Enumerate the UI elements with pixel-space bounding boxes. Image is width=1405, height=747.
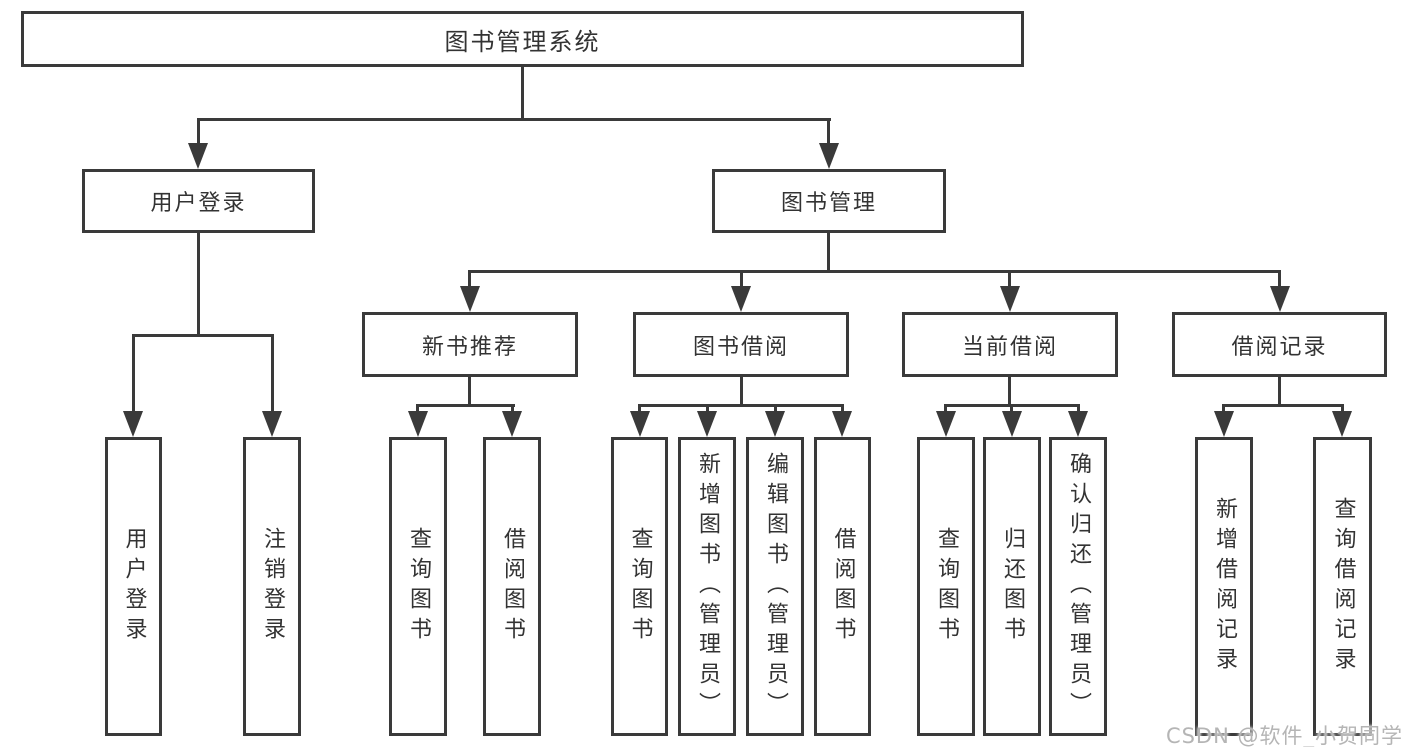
- node-leaf-borrow-books-newbook: 借阅图书: [483, 437, 541, 736]
- arrow-down-icon: [731, 286, 751, 312]
- connector-line: [827, 233, 830, 272]
- node-leaf-add-borrow-record: 新增借阅记录: [1195, 437, 1253, 736]
- arrow-down-icon: [1270, 286, 1290, 312]
- node-leaf-borrow-books-borrow: 借阅图书: [814, 437, 871, 736]
- arrow-down-icon: [262, 411, 282, 437]
- arrow-down-icon: [1332, 411, 1352, 437]
- connector-line: [197, 233, 200, 336]
- node-leaf-query-books-current: 查询图书: [917, 437, 975, 736]
- connector-line: [1008, 270, 1011, 292]
- node-user-login: 用户登录: [82, 169, 315, 233]
- node-book-management: 图书管理: [712, 169, 946, 233]
- arrow-down-icon: [819, 143, 839, 169]
- node-leaf-add-books-admin: 新增图书（管理员）: [678, 437, 736, 736]
- node-leaf-edit-books-admin: 编辑图书（管理员）: [746, 437, 804, 736]
- node-leaf-query-books-newbook: 查询图书: [389, 437, 447, 736]
- node-leaf-confirm-return-admin: 确认归还（管理员）: [1049, 437, 1107, 736]
- node-leaf-return-books: 归还图书: [983, 437, 1041, 736]
- arrow-down-icon: [1002, 411, 1022, 437]
- connector-line: [521, 67, 524, 120]
- connector-line: [197, 118, 831, 121]
- node-leaf-logout: 注销登录: [243, 437, 301, 736]
- connector-line: [1222, 404, 1344, 407]
- arrow-down-icon: [1068, 411, 1088, 437]
- connector-line: [197, 118, 200, 148]
- arrow-down-icon: [188, 143, 208, 169]
- arrow-down-icon: [408, 411, 428, 437]
- arrow-down-icon: [630, 411, 650, 437]
- arrow-down-icon: [460, 286, 480, 312]
- arrow-down-icon: [1214, 411, 1234, 437]
- watermark: CSDN @软件_小贺同学: [1165, 724, 1403, 747]
- connector-line: [468, 270, 1281, 273]
- connector-line: [1008, 377, 1011, 407]
- node-book-borrowing: 图书借阅: [633, 312, 849, 377]
- connector-line: [271, 334, 274, 429]
- arrow-down-icon: [697, 411, 717, 437]
- connector-line: [740, 270, 743, 292]
- connector-line: [638, 404, 844, 407]
- arrow-down-icon: [936, 411, 956, 437]
- arrow-down-icon: [123, 411, 143, 437]
- node-library-management-system: 图书管理系统: [21, 11, 1024, 67]
- connector-line: [827, 118, 830, 148]
- connector-line: [1278, 270, 1281, 292]
- arrow-down-icon: [765, 411, 785, 437]
- node-leaf-query-books-borrow: 查询图书: [611, 437, 668, 736]
- arrow-down-icon: [1000, 286, 1020, 312]
- connector-line: [468, 270, 471, 292]
- connector-line: [1278, 377, 1281, 407]
- connector-line: [132, 334, 274, 337]
- node-leaf-user-login: 用户登录: [105, 437, 162, 736]
- node-new-book-recommendation: 新书推荐: [362, 312, 578, 377]
- node-current-borrowing: 当前借阅: [902, 312, 1118, 377]
- node-borrowing-records: 借阅记录: [1172, 312, 1387, 377]
- connector-line: [468, 377, 471, 407]
- node-leaf-query-borrow-record: 查询借阅记录: [1313, 437, 1372, 736]
- connector-line: [416, 404, 515, 407]
- arrow-down-icon: [832, 411, 852, 437]
- connector-line: [740, 377, 743, 407]
- arrow-down-icon: [502, 411, 522, 437]
- connector-line: [132, 334, 135, 429]
